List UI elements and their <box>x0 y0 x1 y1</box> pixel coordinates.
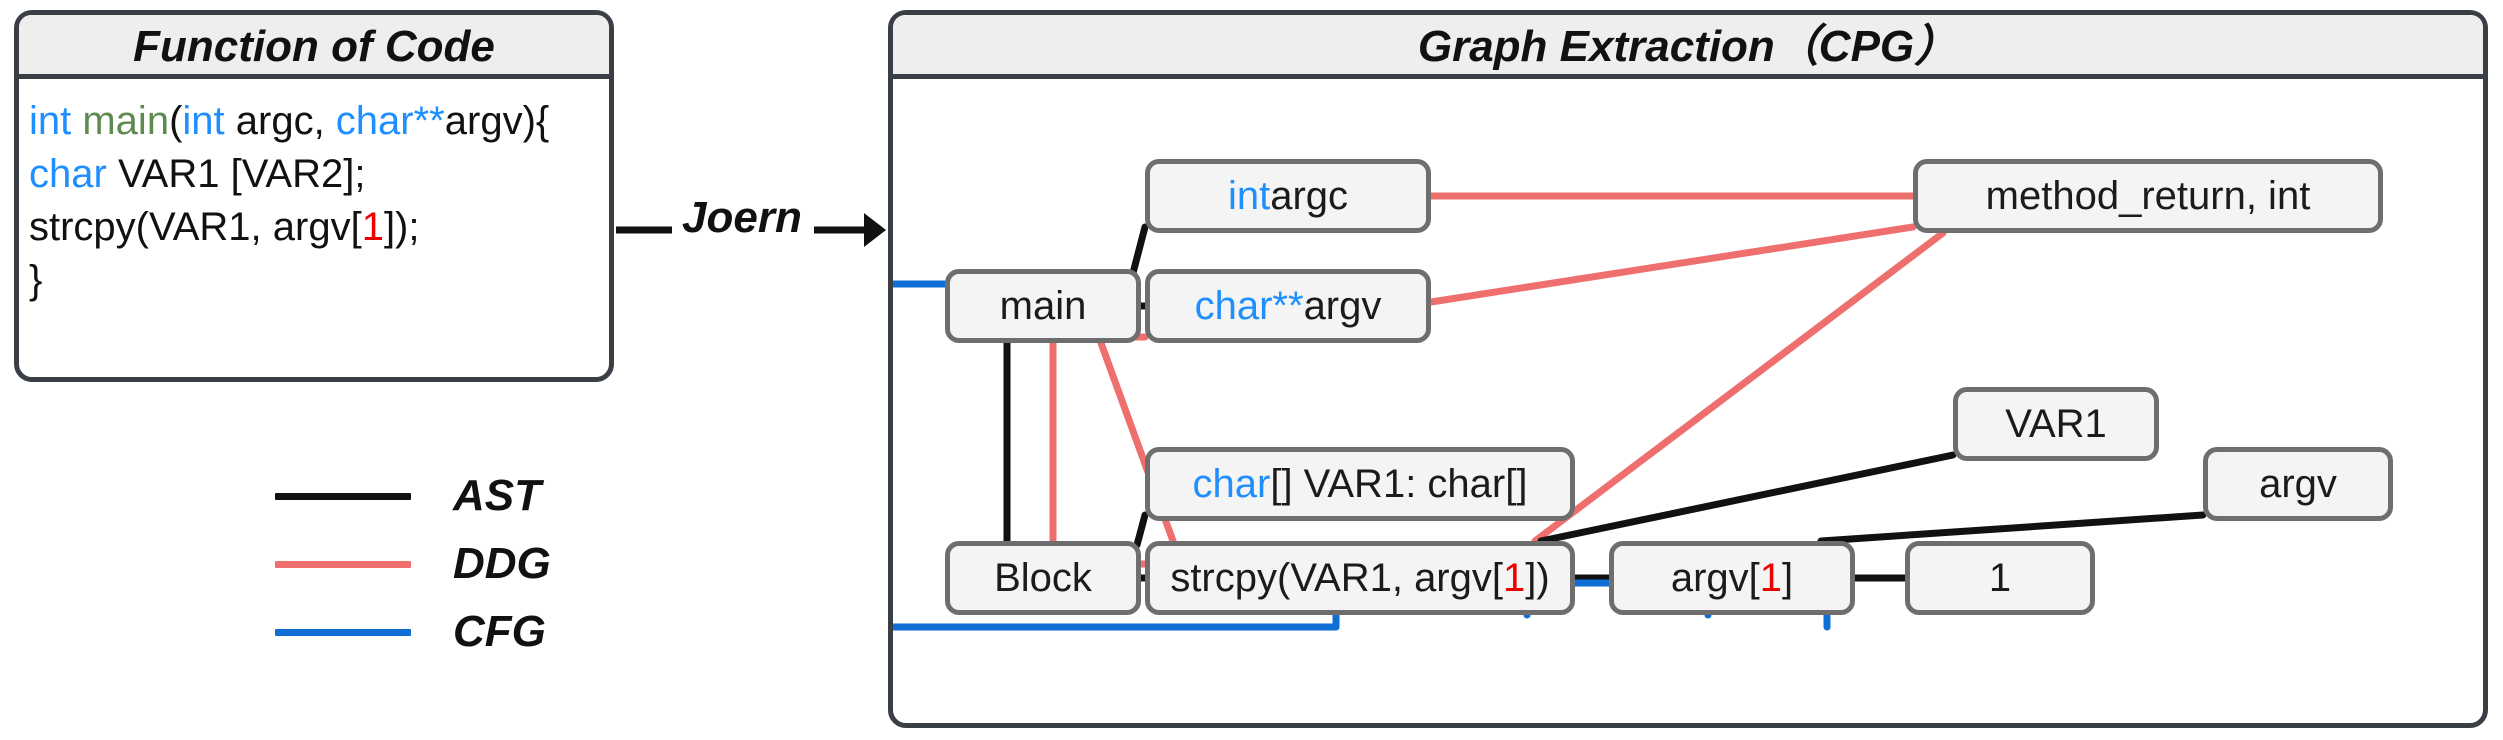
graph-panel-title: Graph Extraction（CPG） <box>893 15 2483 79</box>
legend-item-ast: AST <box>275 462 635 530</box>
graph-node-argv[interactable]: argv <box>2203 447 2393 521</box>
joern-arrow-icon <box>616 213 886 247</box>
graph-node-strcpy-call[interactable]: strcpy(VAR1, argv[1]) <box>1145 541 1575 615</box>
code-line-1: char VAR1 [VAR2]; <box>29 152 366 196</box>
graph-node-char-var1-decl[interactable]: char[] VAR1: char[] <box>1145 447 1575 521</box>
cfg-color-swatch <box>275 628 411 636</box>
edge-type-legend: AST DDG CFG <box>275 462 635 666</box>
legend-label-ddg: DDG <box>453 539 551 588</box>
code-line-0: int main(int argc, char**argv){ <box>29 99 550 143</box>
code-line-2: strcpy(VAR1, argv[1]); <box>29 205 420 249</box>
code-panel-title: Function of Code <box>19 15 609 79</box>
code-listing: int main(int argc, char**argv){ char VAR1… <box>19 79 609 307</box>
graph-node-char-argv[interactable]: char**argv <box>1145 269 1431 343</box>
graph-node-var1[interactable]: VAR1 <box>1953 387 2159 461</box>
graph-node-int-argc[interactable]: int argc <box>1145 159 1431 233</box>
graph-edge-canvas <box>893 192 2207 631</box>
joern-label: Joern <box>682 193 802 242</box>
legend-label-cfg: CFG <box>453 607 546 656</box>
graph-extraction-panel: Graph Extraction（CPG） int argc method_ret… <box>888 10 2488 728</box>
graph-node-argv-1[interactable]: argv[1] <box>1609 541 1855 615</box>
graph-node-main[interactable]: main <box>945 269 1141 343</box>
legend-item-ddg: DDG <box>275 530 635 598</box>
function-of-code-panel: Function of Code int main(int argc, char… <box>14 10 614 382</box>
legend-item-cfg: CFG <box>275 598 635 666</box>
graph-node-block[interactable]: Block <box>945 541 1141 615</box>
ast-color-swatch <box>275 492 411 500</box>
graph-node-method-return[interactable]: method_return, int <box>1913 159 2383 233</box>
graph-node-one[interactable]: 1 <box>1905 541 2095 615</box>
ddg-color-swatch <box>275 560 411 568</box>
code-line-3: } <box>29 258 43 302</box>
legend-label-ast: AST <box>453 471 541 520</box>
